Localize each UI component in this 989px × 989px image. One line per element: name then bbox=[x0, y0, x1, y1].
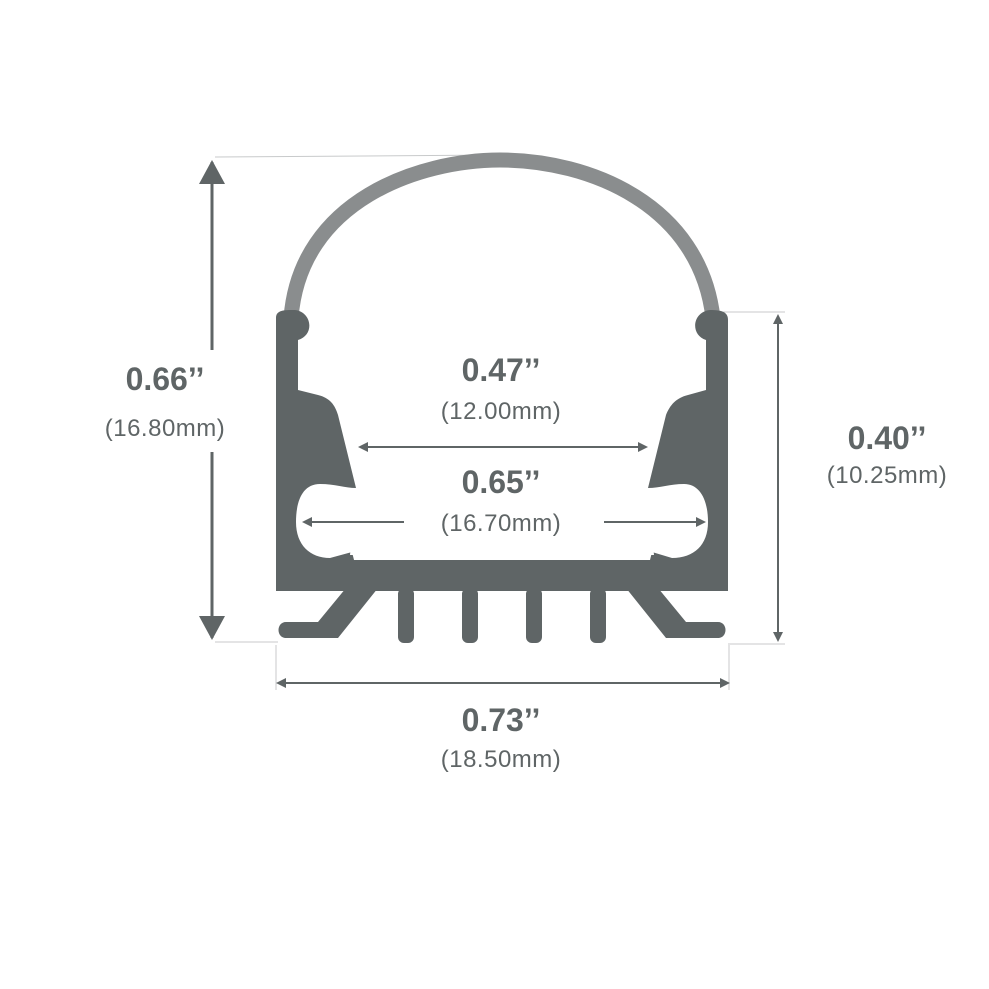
overall-height-label: 0.66’’ (16.80mm) bbox=[105, 361, 226, 443]
overall-height-mm: (16.80mm) bbox=[104, 415, 226, 442]
inner-width-mm: (16.70mm) bbox=[440, 510, 562, 537]
inner-opening-inch: 0.47’’ bbox=[461, 352, 541, 388]
channel-height-label: 0.40’’ (10.25mm) bbox=[827, 420, 948, 490]
inner-width-inch: 0.65’’ bbox=[461, 464, 541, 500]
aluminium-channel bbox=[276, 310, 728, 643]
overall-width-inch: 0.73’’ bbox=[461, 702, 541, 738]
extension-lines bbox=[214, 154, 785, 690]
overall-width-mm: (18.50mm) bbox=[440, 746, 562, 773]
inner-width-label: 0.65’’ (16.70mm) bbox=[441, 464, 562, 538]
diffuser-dome bbox=[283, 152, 721, 319]
inner-opening-mm: (12.00mm) bbox=[440, 398, 562, 425]
channel-height-inch: 0.40’’ bbox=[847, 420, 927, 456]
channel-height-mm: (10.25mm) bbox=[826, 462, 948, 489]
dimension-lines bbox=[199, 160, 783, 688]
overall-height-inch: 0.66’’ bbox=[125, 361, 205, 397]
overall-width-label: 0.73’’ (18.50mm) bbox=[441, 702, 562, 774]
inner-opening-label: 0.47’’ (12.00mm) bbox=[441, 352, 562, 426]
